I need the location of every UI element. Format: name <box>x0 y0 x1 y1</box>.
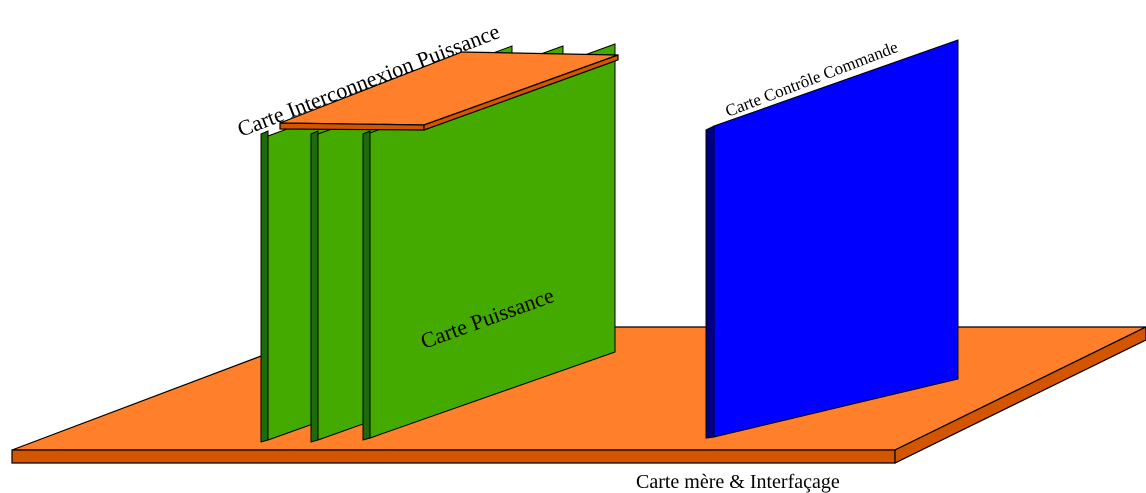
motherboard-label: Carte mère & Interfaçage <box>636 471 840 493</box>
control-card <box>705 39 959 439</box>
interconnect-board-right-edge <box>423 54 619 131</box>
motherboard-front-edge <box>11 449 896 464</box>
motherboard-right-edge <box>894 326 1146 464</box>
interconnect-board <box>279 51 619 131</box>
control-card-edge <box>705 125 715 439</box>
power-card-3-edge <box>362 130 371 441</box>
power-card-3 <box>362 43 616 441</box>
power-card-2-edge <box>310 130 319 443</box>
power-card-1-edge <box>260 130 269 443</box>
